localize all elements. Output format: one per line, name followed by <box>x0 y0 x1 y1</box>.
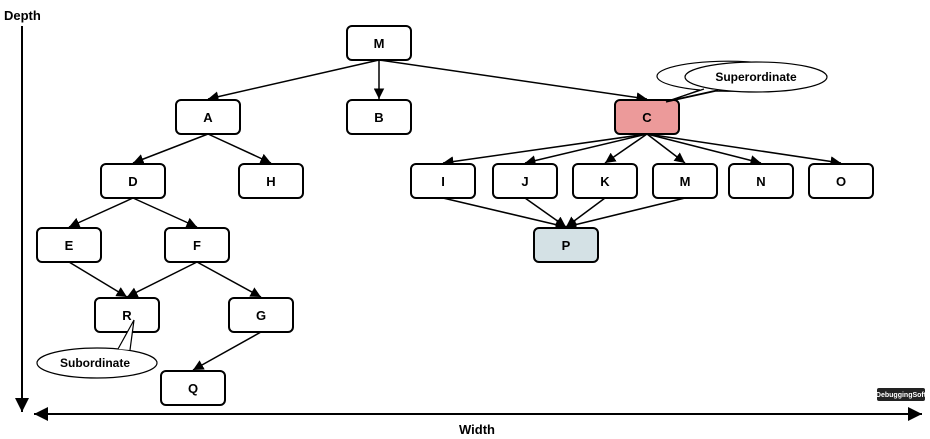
edge-j-p <box>524 197 567 228</box>
edge-c-m2 <box>646 133 686 164</box>
node-m2: M <box>652 163 718 199</box>
node-m1: M <box>346 25 412 61</box>
node-label-c: C <box>642 110 652 125</box>
edge-c-j <box>524 133 648 166</box>
node-d: D <box>100 163 166 199</box>
node-label-g: G <box>256 308 266 323</box>
node-label-p: P <box>562 238 571 253</box>
depth-axis-label: Depth <box>4 8 41 23</box>
node-f: F <box>164 227 230 263</box>
node-i: I <box>410 163 476 199</box>
logo-text: DebuggingSoft <box>876 392 927 399</box>
edge-d-e <box>68 197 134 228</box>
node-box-f <box>164 227 230 263</box>
node-o: O <box>808 163 874 199</box>
node-label-i: I <box>441 174 445 189</box>
edge-e-r <box>68 261 128 298</box>
debuggingsoft-logo: DebuggingSoft <box>876 388 927 401</box>
node-label-k: K <box>600 174 610 189</box>
node-label-n: N <box>756 174 765 189</box>
node-h: H <box>238 163 304 199</box>
subordinate-callout-text: Subordinate <box>60 356 130 370</box>
node-box-i <box>410 163 476 199</box>
node-label-e: E <box>65 238 74 253</box>
node-box-k <box>572 163 638 199</box>
node-e: E <box>36 227 102 263</box>
node-label-m1: M <box>374 36 385 51</box>
node-box-o <box>808 163 874 199</box>
node-box-d <box>100 163 166 199</box>
edge-d-f <box>132 197 198 228</box>
subordinate-callout: Subordinate <box>36 319 158 379</box>
node-r: R <box>94 297 160 333</box>
node-box-j <box>492 163 558 199</box>
superordinate-callout-ellipse <box>684 61 828 93</box>
node-box-g <box>228 297 294 333</box>
node-box-a <box>175 99 241 135</box>
subordinate-callout-ellipse <box>36 347 158 379</box>
node-box-q <box>160 370 226 406</box>
node-label-m2: M <box>680 174 691 189</box>
node-g: G <box>228 297 294 333</box>
node-c: C <box>614 99 680 135</box>
superordinate-callout-text: Superordinate <box>715 70 797 84</box>
edge-f-r <box>126 261 198 298</box>
node-label-b: B <box>374 110 383 125</box>
edge-c-k <box>604 133 648 164</box>
node-j: J <box>492 163 558 199</box>
edge-m1-c <box>378 59 648 103</box>
width-axis-label: Width <box>459 422 495 437</box>
node-box-m2 <box>652 163 718 199</box>
node-box-c <box>614 99 680 135</box>
edge-m1-a <box>207 59 380 102</box>
node-label-r: R <box>122 308 132 323</box>
node-label-o: O <box>836 174 846 189</box>
node-label-h: H <box>266 174 275 189</box>
superordinate-callout: Superordinate <box>656 60 828 103</box>
node-label-f: F <box>193 238 201 253</box>
nodes: M A B C D H E F R G Q I J K M N O P <box>36 25 874 406</box>
node-q: Q <box>160 370 226 406</box>
node-box-p <box>533 227 599 263</box>
node-b: B <box>346 99 412 135</box>
edge-a-d <box>132 133 209 165</box>
edge-f-g <box>196 261 262 298</box>
node-p: P <box>533 227 599 263</box>
node-label-j: J <box>521 174 528 189</box>
node-n: N <box>728 163 794 199</box>
node-k: K <box>572 163 638 199</box>
edges <box>68 59 842 371</box>
node-label-q: Q <box>188 381 198 396</box>
edge-g-q <box>192 331 262 371</box>
edge-i-p <box>442 197 567 230</box>
node-box-n <box>728 163 794 199</box>
node-label-d: D <box>128 174 137 189</box>
node-box-e <box>36 227 102 263</box>
edge-c-o <box>646 133 842 167</box>
edge-c-n <box>646 133 762 166</box>
node-box-h <box>238 163 304 199</box>
node-a: A <box>175 99 241 135</box>
node-label-a: A <box>203 110 213 125</box>
edge-m2-p <box>565 197 686 230</box>
node-box-b <box>346 99 412 135</box>
node-box-m1 <box>346 25 412 61</box>
edge-a-h <box>207 133 272 164</box>
edge-c-i <box>442 133 648 167</box>
